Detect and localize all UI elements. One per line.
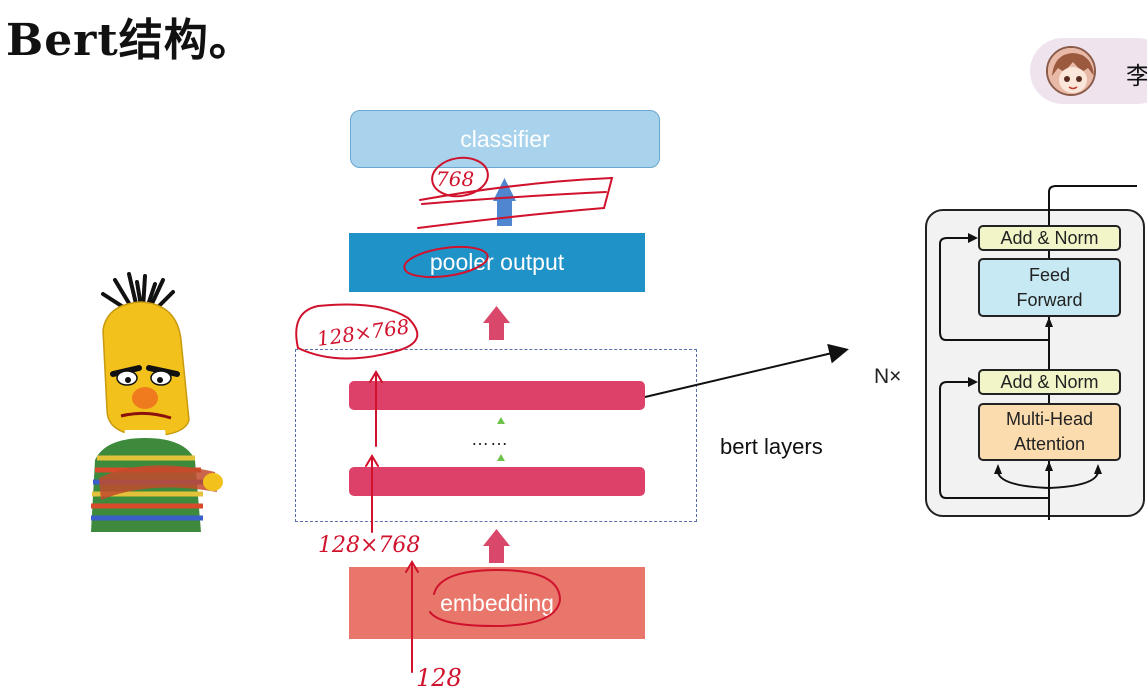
bert-layer-bottom — [349, 467, 645, 496]
up-arrow-icon — [497, 417, 505, 461]
feed-forward-line2: Forward — [1016, 289, 1083, 310]
embedding-label: embedding — [440, 589, 554, 616]
bert-character-image — [85, 270, 225, 532]
bert-layers-container — [295, 349, 697, 522]
multi-head-line2: Attention — [1013, 434, 1086, 454]
pool-dim-annotation: 768 — [436, 167, 474, 191]
multi-head-line1: Multi-Head — [1005, 409, 1094, 429]
classifier-label: classifier — [460, 125, 550, 152]
presenter-name: 李 — [1126, 62, 1147, 90]
up-arrow-icon — [483, 529, 510, 563]
multi-head-attention-block: Multi-Head Attention — [978, 403, 1121, 461]
add-norm-top-block: Add & Norm — [978, 225, 1121, 251]
bert-layers-label: bert layers — [720, 434, 823, 459]
classifier-box: classifier — [350, 110, 660, 168]
embedding-box: embedding — [349, 567, 645, 639]
add-norm-bottom-label: Add & Norm — [1000, 371, 1099, 392]
pooler-output-box: pooler output — [349, 233, 645, 292]
page-title: Bert结构。 — [6, 15, 254, 66]
layer-ellipsis: …… — [471, 429, 509, 449]
feed-forward-line1: Feed — [1028, 264, 1070, 285]
pooler-output-label: pooler output — [429, 249, 565, 275]
avatar — [1046, 46, 1096, 96]
bert-layer-top — [349, 381, 645, 410]
add-norm-bottom-block: Add & Norm — [978, 369, 1121, 395]
up-arrow-icon — [483, 306, 510, 340]
layer-dim-annotation: 128×768 — [315, 314, 411, 351]
up-arrow-icon — [493, 178, 516, 226]
nx-label: N× — [874, 365, 902, 388]
input-dim-annotation: 128 — [416, 664, 462, 687]
add-norm-top-label: Add & Norm — [1000, 227, 1099, 248]
handwriting-annotations — [295, 156, 614, 673]
embedding-dim-annotation: 128×768 — [318, 533, 420, 558]
feed-forward-block: Feed Forward — [978, 258, 1121, 317]
